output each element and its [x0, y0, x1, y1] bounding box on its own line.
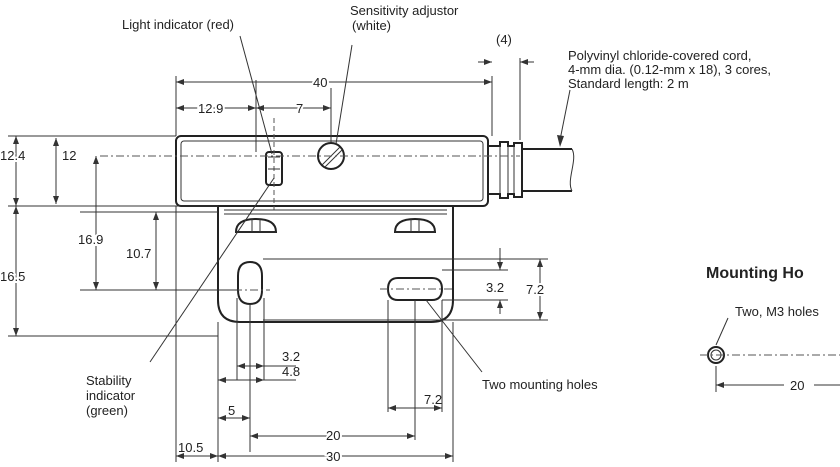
dimension-lines	[13, 59, 543, 459]
dim-12-4: 12.4	[0, 148, 25, 163]
cord-label-line1: Polyvinyl chloride-covered cord,	[568, 48, 752, 63]
screw-right	[393, 217, 437, 233]
dim-3-2-right: 3.2	[486, 280, 504, 295]
two-mounting-holes-label: Two mounting holes	[482, 377, 598, 392]
callout-labels: Light indicator (red) Sensitivity adjust…	[86, 3, 819, 418]
cord	[522, 148, 575, 192]
dim-10-7: 10.7	[126, 246, 151, 261]
dim-7-2-right: 7.2	[526, 282, 544, 297]
cord-label-line2: 4-mm dia. (0.12-mm x 18), 3 cores,	[568, 62, 771, 77]
sensitivity-label-line2: (white)	[352, 18, 391, 33]
dim-16-9: 16.9	[78, 232, 103, 247]
dim-20-detail: 20	[790, 378, 804, 393]
dim-7-2-bottom: 7.2	[424, 392, 442, 407]
mounting-hole-left	[234, 260, 270, 306]
dim-5: 5	[228, 403, 235, 418]
cord-strain-relief	[488, 141, 523, 199]
sensor-body	[175, 135, 489, 207]
leader-lines	[149, 35, 729, 373]
stability-label-line3: (green)	[86, 403, 128, 418]
dim-3-2-bottom: 3.2	[282, 349, 300, 364]
dim-40: 40	[313, 75, 327, 90]
dimension-values: 40 12.9 7 12.4 12 16.9 10.7 16.5 3.2 7.2…	[0, 73, 804, 466]
two-m3-holes-label: Two, M3 holes	[735, 304, 819, 319]
dim-30: 30	[326, 449, 340, 464]
stability-label-line1: Stability	[86, 373, 132, 388]
mounting-hole-right	[380, 277, 452, 301]
dim-12: 12	[62, 148, 76, 163]
dim-16-5: 16.5	[0, 269, 25, 284]
cord-label-line3: Standard length: 2 m	[568, 76, 689, 91]
light-indicator-label: Light indicator (red)	[122, 17, 234, 32]
sensitivity-label-line1: Sensitivity adjustor	[350, 3, 459, 18]
dim-20-bottom: 20	[326, 428, 340, 443]
mounting-holes-detail	[700, 346, 840, 392]
stability-label-line2: indicator	[86, 388, 136, 403]
mounting-bracket	[217, 206, 454, 323]
dim-4-label: (4)	[496, 32, 512, 47]
light-indicator	[265, 118, 283, 210]
dim-7: 7	[296, 101, 303, 116]
mounting-holes-title: Mounting Ho	[706, 265, 804, 282]
extension-lines	[8, 58, 548, 462]
dim-12-9: 12.9	[198, 101, 223, 116]
dim-10-5: 10.5	[178, 440, 203, 455]
screw-left	[234, 217, 278, 233]
dim-4-8: 4.8	[282, 364, 300, 379]
